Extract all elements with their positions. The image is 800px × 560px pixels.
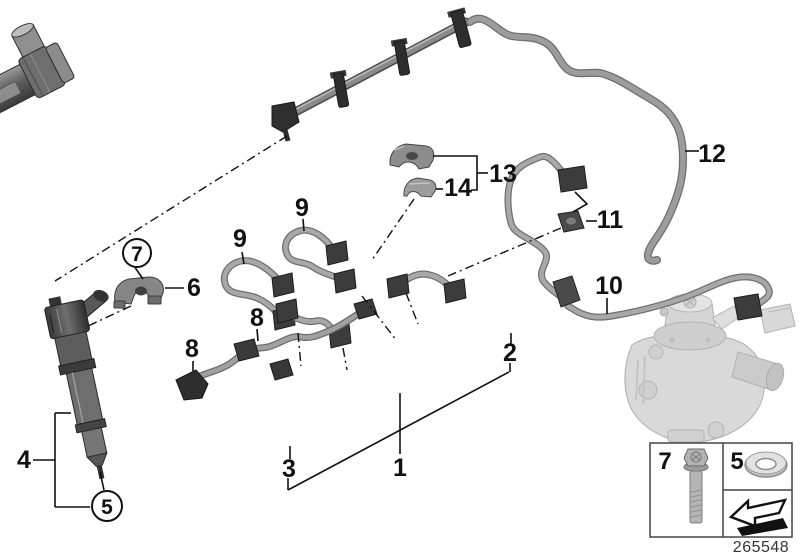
callout-10[interactable]: 10: [595, 272, 623, 300]
return-rail-clip: [390, 37, 411, 76]
pump-to-rail-pipe-10: [504, 152, 773, 321]
injector-wiring-harness-8: [175, 298, 378, 401]
callout-4[interactable]: 4: [17, 446, 31, 474]
pipe-union-nut: [733, 293, 763, 321]
callout-9b[interactable]: 9: [295, 194, 309, 222]
leader-lines: [33, 150, 699, 508]
callout-13[interactable]: 13: [489, 160, 517, 188]
callout-8b[interactable]: 8: [250, 304, 264, 332]
pipe-union-nut: [333, 268, 357, 294]
rail-end-fitting: [11, 23, 75, 99]
injection-pipe-inner-right: [386, 270, 467, 304]
callout-11[interactable]: 11: [597, 206, 624, 234]
circled-callout-7[interactable]: 7: [122, 238, 152, 268]
pipe-grommet: [552, 275, 581, 308]
injection-pipe-9-right: [282, 226, 357, 294]
callout-1[interactable]: 1: [393, 454, 407, 482]
callout-12[interactable]: 12: [698, 140, 726, 168]
pipe-union-nut: [275, 298, 299, 324]
callout-labels: 1 2 3 4 6 8 8 9 9 10 11 12 13 14: [17, 140, 726, 483]
legend-washer-label[interactable]: 5: [730, 448, 743, 475]
pipe-clamp-11: [557, 210, 585, 233]
return-rail-clip: [329, 69, 350, 108]
drawing-number: 265548: [733, 539, 789, 556]
callout-3[interactable]: 3: [282, 455, 296, 483]
pipe-union-nut: [325, 240, 349, 266]
pump-connector: [759, 303, 796, 334]
callout-9a[interactable]: 9: [233, 225, 247, 253]
legend-bolt-label[interactable]: 7: [658, 448, 671, 475]
direction-arrow-icon: [728, 498, 788, 536]
harness-branch-clip: [233, 338, 260, 362]
washer-icon: [744, 451, 788, 478]
circled-5-label[interactable]: 5: [101, 496, 113, 519]
harness-connector: [175, 369, 209, 401]
callout-14[interactable]: 14: [444, 174, 472, 202]
pipe-union-nut: [443, 278, 467, 304]
return-rail-end-connector: [271, 101, 300, 142]
callout-6[interactable]: 6: [187, 274, 201, 302]
callout-8a[interactable]: 8: [185, 335, 199, 363]
legend-box: 7 5: [649, 442, 793, 538]
clamp-lower-half-14: [403, 177, 437, 198]
pipe-union-nut: [271, 272, 295, 298]
injector-clamp-6: [113, 276, 164, 309]
high-pressure-pump: [624, 293, 796, 443]
return-rail-clip: [447, 7, 472, 48]
bolt-icon: [683, 448, 709, 524]
circled-7-label[interactable]: 7: [131, 243, 143, 266]
high-pressure-rail: [0, 23, 75, 197]
circled-callout-5[interactable]: 5: [91, 490, 123, 522]
pipe-union-nut: [557, 165, 588, 193]
pipe-union-nut: [386, 273, 410, 299]
fuel-return-hose-12: [466, 14, 688, 265]
leak-off-return-rail: [271, 7, 472, 142]
harness-connector: [269, 358, 294, 381]
assembly-reference-lines: [54, 135, 562, 371]
fuel-injector-4: [44, 289, 109, 480]
callout-2[interactable]: 2: [503, 339, 517, 367]
clamping-support-13: [389, 143, 435, 170]
